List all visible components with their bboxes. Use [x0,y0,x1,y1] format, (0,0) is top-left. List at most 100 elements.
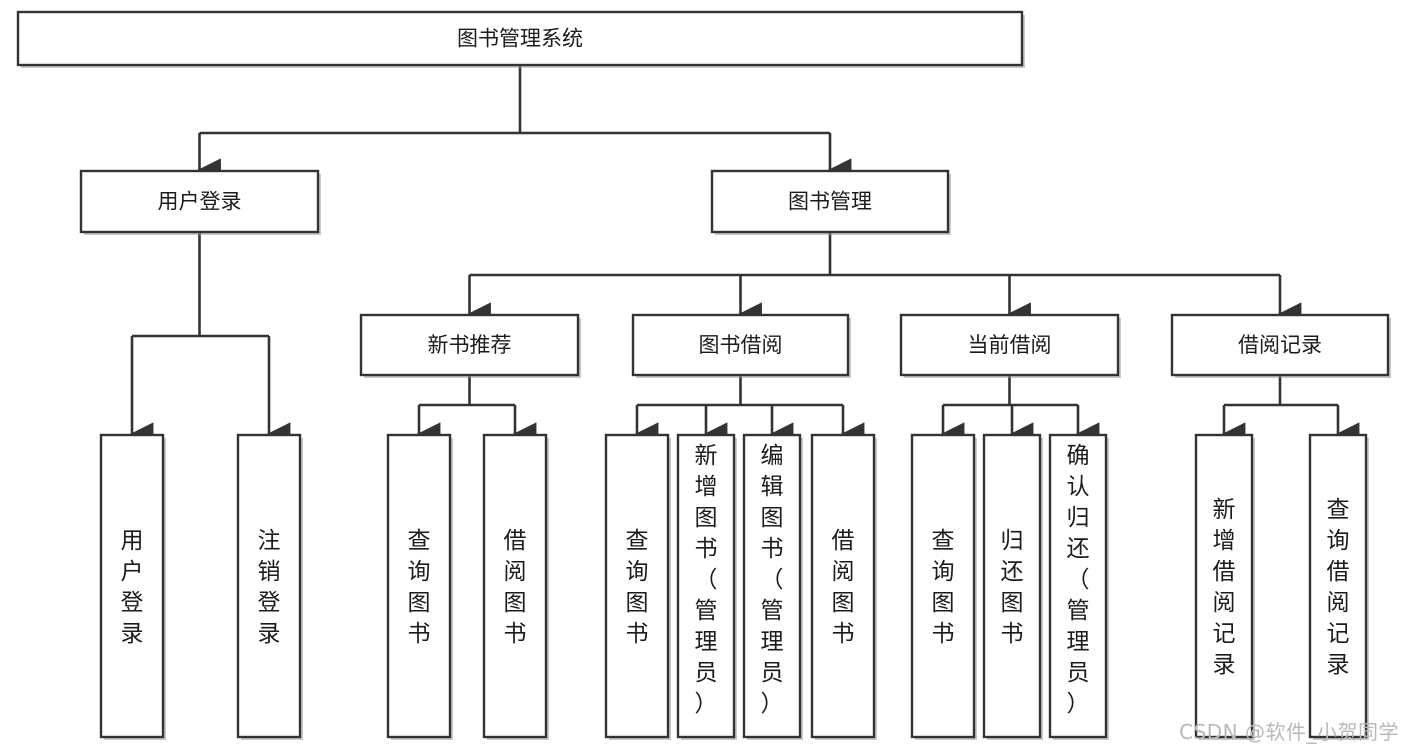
node-outline [1170,313,1390,377]
node-label-char: 录 [1213,652,1236,678]
node-label-char: 书 [626,621,649,647]
node-label-char: 询 [932,559,955,585]
node-label-char: 增 [1213,528,1236,554]
node-outline [1048,433,1108,739]
node-outline [604,433,670,739]
node-label-char: （ [761,567,784,593]
node-leaf-0[interactable]: 用户登录 [99,433,166,740]
node-label-char: 阅 [504,559,527,585]
node-l3-2[interactable]: 当前借阅 [899,313,1121,378]
node-label-char: ） [761,691,784,717]
node-label-char: 员 [761,660,784,686]
node-l3-0[interactable]: 新书推荐 [359,313,581,378]
node-label-char: 书 [932,621,955,647]
connector-group [941,375,1100,446]
node-label: 新书推荐 [428,333,512,357]
node-outline [899,313,1120,377]
node-label-char: 登 [121,590,144,616]
node-label-char: 确 [1067,443,1090,469]
node-label-char: 员 [1067,660,1090,686]
node-label-char: 书 [761,536,784,562]
node-label-char: （ [1067,567,1090,593]
node-label-char: 询 [1327,528,1350,554]
node-label-char: （ [695,567,718,593]
node-label-char: 管 [761,598,784,624]
node-label-char: 借 [504,528,527,554]
node-label-char: 借 [832,528,855,554]
node-label-char: 图 [695,505,718,531]
node-label-char: 销 [258,559,281,585]
node-label-char: 图 [932,590,955,616]
node-label-char: 辑 [761,474,784,500]
connector-group [467,232,1302,326]
node-label: 借阅记录 [1238,333,1322,357]
node-label-char: 图 [761,505,784,531]
node-label-char: 查 [932,528,955,554]
node-l3-1[interactable]: 图书借阅 [631,313,851,378]
node-label-char: 新 [695,443,718,469]
watermark: CSDN @软件_小贺同学 [1179,720,1399,744]
connector-layer [130,65,1360,446]
node-label-char: 管 [695,598,718,624]
node-outline [16,10,1024,67]
node-label-char: ） [695,691,718,717]
node-outline [79,169,320,234]
node-label-char: 录 [121,621,144,647]
node-label-char: 书 [1001,621,1024,647]
node-outline [386,433,452,739]
connector-group [130,232,291,446]
node-l2-1[interactable]: 图书管理 [710,169,951,235]
node-label-char: 阅 [832,559,855,585]
node-label-char: 编 [761,443,784,469]
node-label-char: 阅 [1213,590,1236,616]
node-label-char: 书 [504,621,527,647]
node-label-char: 录 [1327,652,1350,678]
node-l2-0[interactable]: 用户登录 [79,169,321,235]
node-label-char: 用 [121,528,144,554]
node-label: 当前借阅 [968,333,1052,357]
node-label-char: 归 [1001,528,1024,554]
node-label-char: 询 [408,559,431,585]
node-label-char: 记 [1327,621,1350,647]
node-outline [1194,433,1254,739]
node-root-0[interactable]: 图书管理系统 [16,10,1025,68]
node-label-char: 记 [1213,621,1236,647]
node-label-char: 书 [408,621,431,647]
node-label-char: 查 [1327,497,1350,523]
node-outline [482,433,548,739]
node-label-char: 还 [1001,559,1024,585]
connector-group [197,65,852,182]
node-label: 图书借阅 [699,333,783,357]
node-label-char: 阅 [1327,590,1350,616]
node-outline [742,433,802,739]
node-label-char: 户 [121,559,144,585]
node-label-char: 认 [1067,474,1090,500]
node-label-char: 理 [695,629,718,655]
node-label-char: 理 [1067,629,1090,655]
node-label-char: 理 [761,629,784,655]
node-label-char: 员 [695,660,718,686]
node-outline [236,433,302,739]
node-label-char: 查 [408,528,431,554]
node-label-char: ） [1067,691,1090,717]
node-label-char: 借 [1327,559,1350,585]
node-outline [676,433,736,739]
node-outline [910,433,976,739]
node-label-char: 查 [626,528,649,554]
node-label: 用户登录 [158,190,242,214]
node-l3-3[interactable]: 借阅记录 [1170,313,1391,378]
